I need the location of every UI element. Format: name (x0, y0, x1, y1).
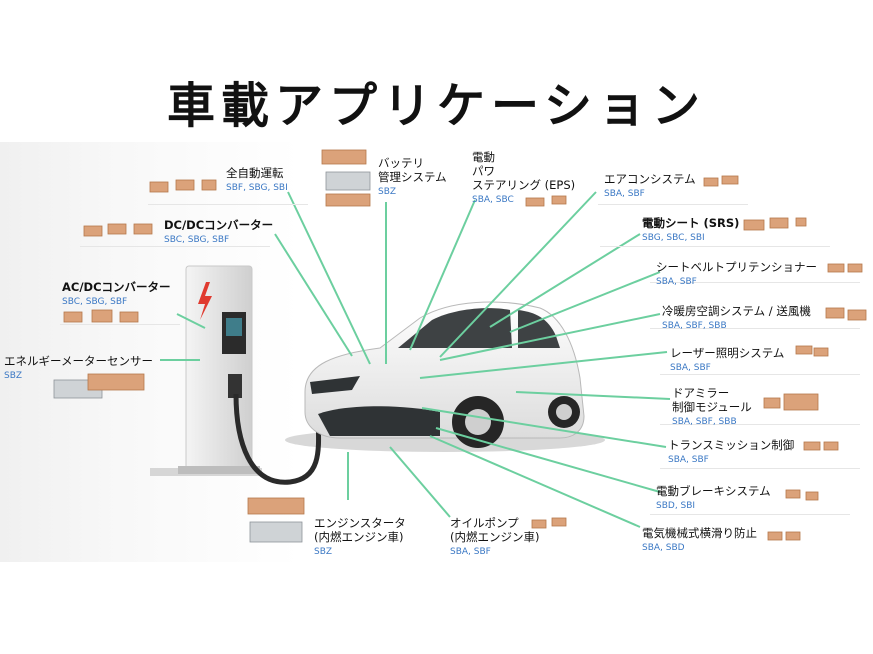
app-codes: SBA, SBC (472, 195, 514, 205)
app-codes: SBA, SBF (670, 363, 711, 373)
app-label-electronic-stability-control: 電気機械式横滑り防止 SBA, SBD (642, 526, 757, 555)
app-name: エアコンシステム (604, 172, 696, 186)
app-name: オイルポンプ (450, 516, 519, 530)
app-label-eps: 電動 パワ ステアリング (EPS) SBA, SBC (472, 150, 575, 207)
app-codes: SBA, SBF, SBB (662, 321, 727, 331)
app-codes: SBZ (378, 187, 397, 197)
app-label-acdc-converter: AC/DCコンバーター SBC, SBG, SBF (62, 280, 171, 309)
page-title: 車載アプリケーション (166, 78, 707, 134)
app-name-line2: 制御モジュール (672, 400, 752, 414)
app-codes: SBC, SBG, SBF (164, 235, 230, 245)
app-codes: SBA, SBF (450, 547, 491, 557)
app-codes: SBZ (4, 371, 23, 381)
app-name: AC/DCコンバーター (62, 280, 171, 294)
app-codes: SBF, SBG, SBI (226, 183, 288, 193)
app-name: 冷暖房空調システム / 送風機 (662, 304, 811, 318)
app-name: 全自動運転 (226, 166, 284, 180)
shunt-resistors (53, 149, 867, 543)
separator (598, 204, 748, 205)
app-label-door-mirror-control: ドアミラー 制御モジュール SBA, SBF, SBB (672, 386, 752, 429)
app-codes: SBA, SBD (642, 543, 685, 553)
app-codes: SBA, SBF (668, 455, 709, 465)
app-name: DC/DCコンバーター (164, 218, 274, 232)
app-label-laser-lighting: レーザー照明システム SBA, SBF (670, 346, 784, 375)
app-name-line3: ステアリング (EPS) (472, 178, 576, 192)
app-name-line2: (内燃エンジン車) (314, 530, 404, 544)
app-label-electric-brake: 電動ブレーキシステム SBD, SBI (656, 484, 771, 513)
app-codes: SBG, SBC, SBI (642, 233, 705, 243)
app-codes: SBD, SBI (656, 501, 696, 511)
app-label-seatbelt-pretensioner: シートベルトプリテンショナー SBA, SBF (656, 260, 817, 289)
separator (650, 282, 860, 283)
separator (148, 204, 308, 205)
app-label-dcdc-converter: DC/DCコンバーター SBC, SBG, SBF (164, 218, 273, 247)
leader-lines (160, 191, 671, 528)
app-name: バッテリ (378, 156, 424, 170)
app-name: 電気機械式横滑り防止 (642, 526, 757, 540)
separator (80, 246, 270, 247)
separator (650, 514, 850, 515)
app-codes: SBC, SBG, SBF (62, 297, 128, 307)
charging-station (178, 265, 260, 474)
app-label-power-seat: 電動シート (SRS) SBG, SBC, SBI (642, 216, 739, 245)
app-name: トランスミッション制御 (668, 438, 795, 452)
app-label-hvac-blower: 冷暖房空調システム / 送風機 SBA, SBF, SBB (662, 304, 811, 333)
app-label-energy-meter-sensor: エネルギーメーターセンサー SBZ (4, 354, 153, 383)
app-name-line2: パワ (472, 164, 495, 178)
app-label-engine-starter: エンジンスタータ (内燃エンジン車) SBZ (314, 516, 406, 559)
diagram-panel: 全自動運転 SBF, SBG, SBI バッテリ 管理システム SBZ 電動 パ… (0, 142, 873, 562)
app-name: 電動シート (SRS) (642, 216, 740, 230)
app-name: シートベルトプリテンショナー (656, 260, 817, 274)
app-name: 電動ブレーキシステム (656, 484, 771, 498)
separator (660, 374, 860, 375)
separator (650, 328, 860, 329)
app-codes: SBA, SBF, SBB (672, 417, 737, 427)
app-codes: SBA, SBF (656, 277, 697, 287)
app-codes: SBZ (314, 547, 333, 557)
bolt-icon (198, 282, 212, 320)
app-name-line2: 管理システム (378, 170, 447, 184)
separator (660, 468, 860, 469)
app-name-line2: (内燃エンジン車) (450, 530, 540, 544)
app-name: 電動 (472, 150, 495, 164)
app-label-air-conditioning: エアコンシステム SBA, SBF (604, 172, 696, 201)
app-label-oil-pump: オイルポンプ (内燃エンジン車) SBA, SBF (450, 516, 539, 559)
app-name: エネルギーメーターセンサー (4, 354, 154, 368)
vehicle-diagram-art (53, 149, 867, 543)
app-label-battery-management: バッテリ 管理システム SBZ (378, 156, 447, 199)
separator (60, 324, 180, 325)
electric-car (304, 301, 585, 448)
app-name: レーザー照明システム (670, 346, 785, 360)
app-codes: SBA, SBF (604, 189, 645, 199)
separator (600, 246, 830, 247)
separator (660, 424, 860, 425)
app-name: ドアミラー (672, 386, 730, 400)
app-label-transmission-control: トランスミッション制御 SBA, SBF (668, 438, 794, 467)
app-name: エンジンスタータ (314, 516, 406, 530)
app-label-full-auto-driving: 全自動運転 SBF, SBG, SBI (226, 166, 288, 195)
